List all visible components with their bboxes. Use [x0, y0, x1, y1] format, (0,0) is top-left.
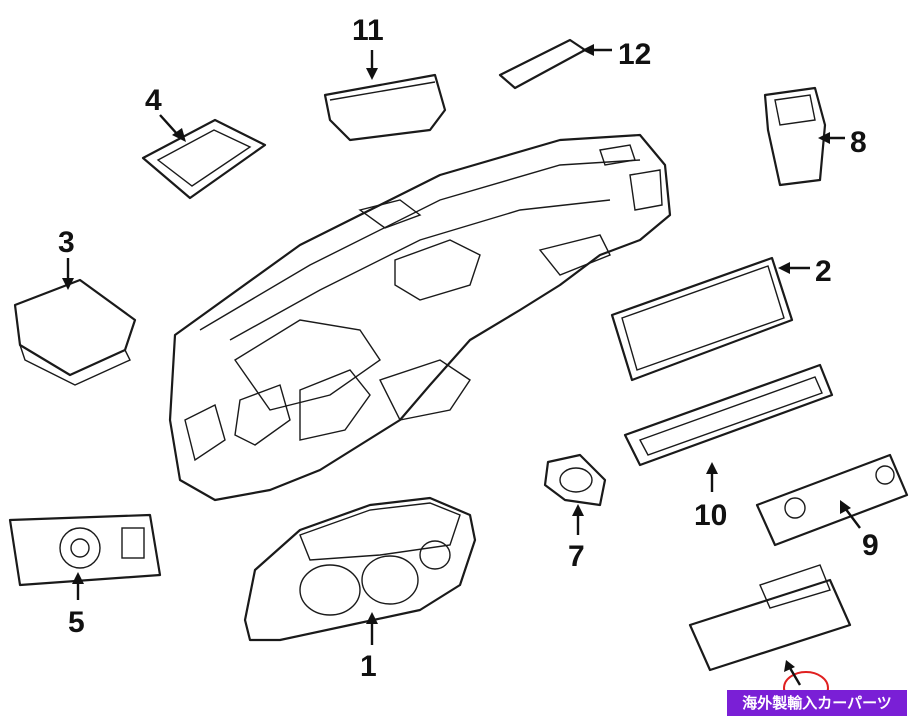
callout-7: 7 — [568, 540, 585, 573]
watermark-banner: 海外製輸入カーパーツ — [727, 690, 907, 716]
callout-9: 9 — [862, 529, 879, 562]
callout-4: 4 — [145, 84, 162, 117]
callout-12: 12 — [618, 38, 651, 71]
part-6-control-panel — [688, 564, 852, 705]
part-2-display-screen — [610, 256, 794, 382]
part-10-trim-bezel — [623, 363, 834, 467]
callout-5: 5 — [68, 606, 85, 639]
callout-3: 3 — [58, 226, 75, 259]
part-1-instrument-cluster — [243, 496, 477, 642]
dashboard-assembly — [168, 133, 672, 502]
part-3-airbag-module — [13, 278, 137, 386]
callout-2: 2 — [815, 255, 832, 288]
callout-8: 8 — [850, 126, 867, 159]
part-4-trim-frame — [141, 118, 267, 200]
part-11-compartment — [323, 73, 447, 142]
part-12-connector — [498, 38, 587, 90]
callout-11: 11 — [352, 14, 384, 47]
part-5-headlight-switch — [8, 513, 162, 587]
leader-arrows — [62, 44, 861, 686]
part-7-start-button — [543, 453, 607, 507]
callout-1: 1 — [360, 650, 377, 683]
part-9-climate-control — [755, 453, 909, 547]
part-8-switch — [763, 86, 827, 187]
callout-10: 10 — [694, 499, 727, 532]
